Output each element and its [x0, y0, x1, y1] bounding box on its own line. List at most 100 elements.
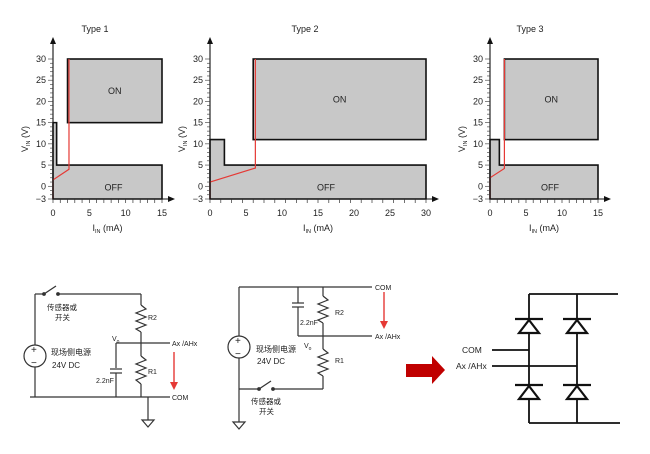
y-tick-label: 15 — [473, 118, 483, 128]
y-tick-label: 5 — [478, 160, 483, 170]
switch-label: 传感器或 — [47, 302, 77, 312]
y-axis-arrow-icon — [207, 37, 213, 44]
x-tick-label: 10 — [121, 208, 131, 218]
diode-bridge — [492, 293, 620, 424]
y-axis-arrow-icon — [50, 37, 56, 44]
chart-title: Type 3 — [516, 24, 543, 34]
y-tick-label: 30 — [36, 54, 46, 64]
y-tick-label: −3 — [36, 194, 46, 204]
diode-icon — [563, 383, 591, 401]
bridge-ax-label: Ax /AHx — [456, 361, 487, 371]
x-tick-label: 25 — [385, 208, 395, 218]
ground-icon — [231, 421, 247, 430]
switch-icon — [43, 285, 57, 295]
switch-label: 开关 — [55, 312, 70, 322]
y-tick-label: 10 — [473, 139, 483, 149]
y-tick-label: −3 — [193, 194, 203, 204]
x-tick-label: 20 — [349, 208, 359, 218]
capacitor-label: 2.2nF — [96, 378, 114, 385]
y-tick-label: 25 — [473, 75, 483, 85]
chart-title: Type 2 — [291, 24, 318, 34]
diodes — [515, 317, 591, 401]
r2-label: R2 — [335, 310, 344, 317]
voltage-source-icon — [23, 344, 47, 368]
diode-icon — [515, 383, 543, 401]
x-axis-arrow-icon — [432, 196, 439, 202]
y-tick-label: 30 — [193, 54, 203, 64]
y-tick-label: 0 — [478, 181, 483, 191]
ax-label: Ax /AHx — [172, 341, 198, 348]
transform-arrow-icon — [406, 356, 445, 384]
y-tick-label: 25 — [36, 75, 46, 85]
y-axis-arrow-icon — [487, 37, 493, 44]
switch-label: 开关 — [259, 406, 274, 416]
x-tick-label: 5 — [87, 208, 92, 218]
ground-icon — [140, 419, 156, 428]
on-label: ON — [108, 86, 122, 96]
y-tick-label: −3 — [473, 194, 483, 204]
vo-label: Vo — [304, 343, 312, 352]
source-circuit — [227, 286, 372, 430]
y-axis-label: VIN (V) — [457, 126, 469, 152]
y-tick-label: 5 — [198, 160, 203, 170]
resistor-r2-icon — [134, 304, 148, 333]
plus-sign: + — [235, 336, 241, 347]
x-tick-label: 15 — [313, 208, 323, 218]
current-arrow-head — [170, 382, 178, 390]
bridge-com-label: COM — [462, 345, 482, 355]
resistor-r1-icon — [134, 355, 148, 385]
y-tick-label: 25 — [193, 75, 203, 85]
y-tick-label: 20 — [473, 96, 483, 106]
on-region — [66, 58, 163, 124]
x-tick-label: 5 — [243, 208, 248, 218]
chart-title: Type 1 — [81, 24, 108, 34]
y-tick-label: 0 — [41, 181, 46, 191]
minus-sign: − — [235, 349, 241, 360]
sink-circuit — [23, 285, 170, 428]
on-region — [252, 58, 427, 141]
x-axis-label: IIN (mA) — [529, 223, 559, 235]
r1-label: R1 — [148, 369, 157, 376]
x-tick-label: 5 — [523, 208, 528, 218]
y-tick-label: 15 — [193, 118, 203, 128]
off-label: OFF — [317, 182, 335, 192]
x-axis-label: IIN (mA) — [92, 223, 122, 235]
diode-icon — [563, 317, 591, 335]
y-tick-label: 10 — [193, 139, 203, 149]
y-tick-label: 0 — [198, 181, 203, 191]
x-tick-label: 0 — [487, 208, 492, 218]
plus-sign: + — [31, 345, 37, 356]
x-tick-label: 0 — [207, 208, 212, 218]
x-tick-label: 15 — [157, 208, 167, 218]
on-label: ON — [544, 94, 558, 104]
switch-icon — [258, 380, 272, 390]
ax-label: Ax /AHx — [375, 334, 401, 341]
y-tick-label: 30 — [473, 54, 483, 64]
r1-label: R1 — [335, 358, 344, 365]
resistor-r1-icon — [316, 348, 330, 377]
y-tick-label: 15 — [36, 118, 46, 128]
r2-label: R2 — [148, 315, 157, 322]
com-label: COM — [375, 285, 392, 292]
source-label: 现场侧电源 — [51, 347, 91, 357]
x-tick-label: 0 — [50, 208, 55, 218]
y-tick-label: 20 — [193, 96, 203, 106]
com-label: COM — [172, 395, 189, 402]
current-arrow-head — [380, 321, 388, 329]
capacitor-label: 2.2nF — [300, 320, 318, 327]
x-tick-label: 15 — [593, 208, 603, 218]
on-label: ON — [333, 94, 347, 104]
switch-label: 传感器或 — [251, 396, 281, 406]
x-axis-arrow-icon — [168, 196, 175, 202]
diode-icon — [515, 317, 543, 335]
y-tick-label: 20 — [36, 96, 46, 106]
x-tick-label: 10 — [277, 208, 287, 218]
on-region — [503, 58, 599, 141]
charts-group: ON OFF −3 0 5 10 15 20 25 30 0 5 10 15 Type 1 IIN (mA) V… — [20, 24, 611, 235]
vo-label: Vo — [112, 336, 120, 345]
source-voltage: 24V DC — [257, 357, 285, 366]
